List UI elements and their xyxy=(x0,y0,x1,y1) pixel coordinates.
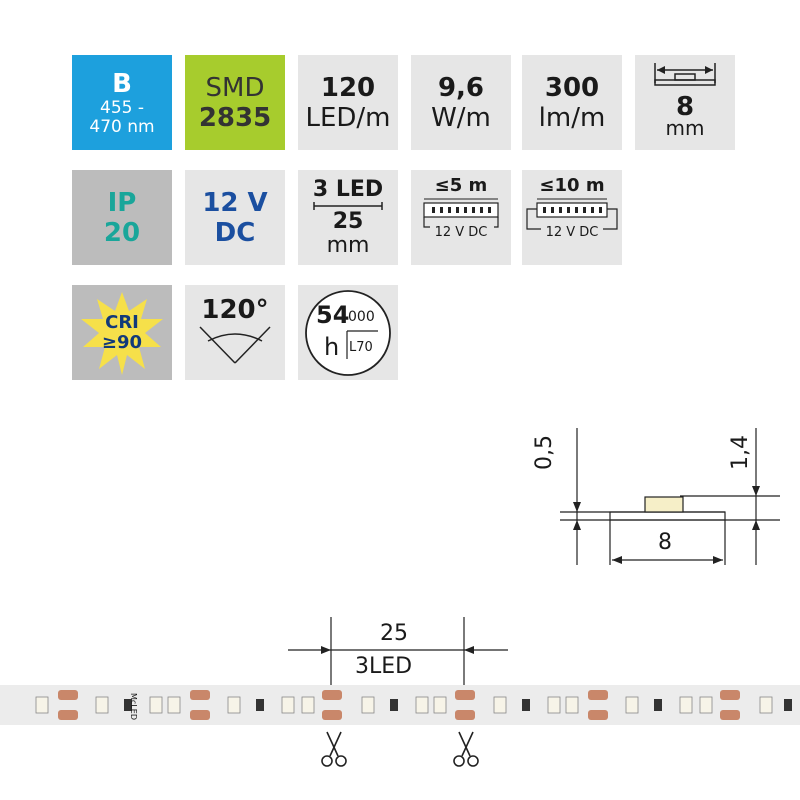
cut-dimension xyxy=(288,617,508,690)
chip-size: 2835 xyxy=(198,102,272,133)
chip-type: SMD xyxy=(205,72,265,103)
profile-height-label: 1,4 xyxy=(728,435,753,470)
lifetime-suffix: 000 xyxy=(348,309,375,325)
density-value: 120 xyxy=(320,72,376,103)
power-unit: W/m xyxy=(431,102,491,133)
wavelength-bottom: 470 nm xyxy=(89,116,155,137)
voltage-tile: 12 V DC xyxy=(185,170,285,265)
profile-width-label: 8 xyxy=(658,530,672,555)
color-tile: B 455 - 470 nm xyxy=(72,55,172,150)
ip-tile: IP 20 xyxy=(72,170,172,265)
voltage-type: DC xyxy=(214,217,256,248)
ip-label: IP xyxy=(107,187,137,218)
run-double-label: ≤10 m xyxy=(539,175,605,196)
width-value: 8 xyxy=(675,92,695,122)
scissors-icon xyxy=(321,731,347,767)
lifetime-unit: h xyxy=(324,333,340,361)
cri-tile: CRI ≥90 xyxy=(72,285,172,380)
lifetime-circle-icon xyxy=(305,289,391,376)
wavelength-top: 455 - xyxy=(100,97,144,118)
segment-tile: 3 LED 25 mm xyxy=(298,170,398,265)
strip-single-feed-icon xyxy=(423,198,499,228)
strip-leds xyxy=(35,696,773,714)
run-single-tile: ≤5 m 12 V DC xyxy=(411,170,511,265)
profile-thickness-label: 0,5 xyxy=(532,435,557,470)
run-double-tile: ≤10 m 12 V DC xyxy=(522,170,622,265)
density-unit: LED/m xyxy=(305,102,391,133)
lifetime-rating: L70 xyxy=(349,340,373,355)
run-double-voltage: 12 V DC xyxy=(545,225,599,240)
segment-count: 3 LED xyxy=(312,176,384,202)
strip-contact-pads xyxy=(58,690,740,720)
color-letter: B xyxy=(112,68,132,99)
lifetime-tile: 54 000 h L70 xyxy=(298,285,398,380)
cri-value: ≥90 xyxy=(101,331,143,353)
cut-length-label: 25 xyxy=(380,621,408,646)
angle-value: 120° xyxy=(201,295,269,325)
width-tile: 8 mm xyxy=(635,55,735,150)
flux-unit: lm/m xyxy=(538,102,606,133)
lifetime-value: 54 xyxy=(316,301,350,329)
density-tile: 120 LED/m xyxy=(298,55,398,150)
flux-value: 300 xyxy=(544,72,600,103)
strip-resistors xyxy=(124,699,792,711)
run-single-voltage: 12 V DC xyxy=(434,225,488,240)
profile-drawing xyxy=(560,428,780,565)
voltage-value: 12 V xyxy=(202,187,268,218)
led-strip xyxy=(0,685,800,725)
cut-leds-label: 3LED xyxy=(355,654,413,679)
run-single-label: ≤5 m xyxy=(434,175,488,196)
cri-star-badge xyxy=(81,292,163,375)
angle-tile: 120° xyxy=(185,285,285,380)
power-value: 9,6 xyxy=(437,72,485,103)
flux-tile: 300 lm/m xyxy=(522,55,622,150)
cri-label: CRI xyxy=(105,311,139,333)
strip-double-feed-icon xyxy=(526,198,618,230)
segment-dimension-icon xyxy=(313,201,383,210)
chip-tile: SMD 2835 xyxy=(185,55,285,150)
beam-angle-icon xyxy=(199,326,271,364)
scissors-icon xyxy=(453,731,479,767)
power-tile: 9,6 W/m xyxy=(411,55,511,150)
width-dimension-icon xyxy=(654,63,716,86)
width-unit: mm xyxy=(665,116,705,140)
segment-unit: mm xyxy=(326,232,370,258)
strip-brand-label: McLED xyxy=(129,693,138,720)
segment-length: 25 xyxy=(332,208,364,234)
ip-value: 20 xyxy=(103,217,141,248)
